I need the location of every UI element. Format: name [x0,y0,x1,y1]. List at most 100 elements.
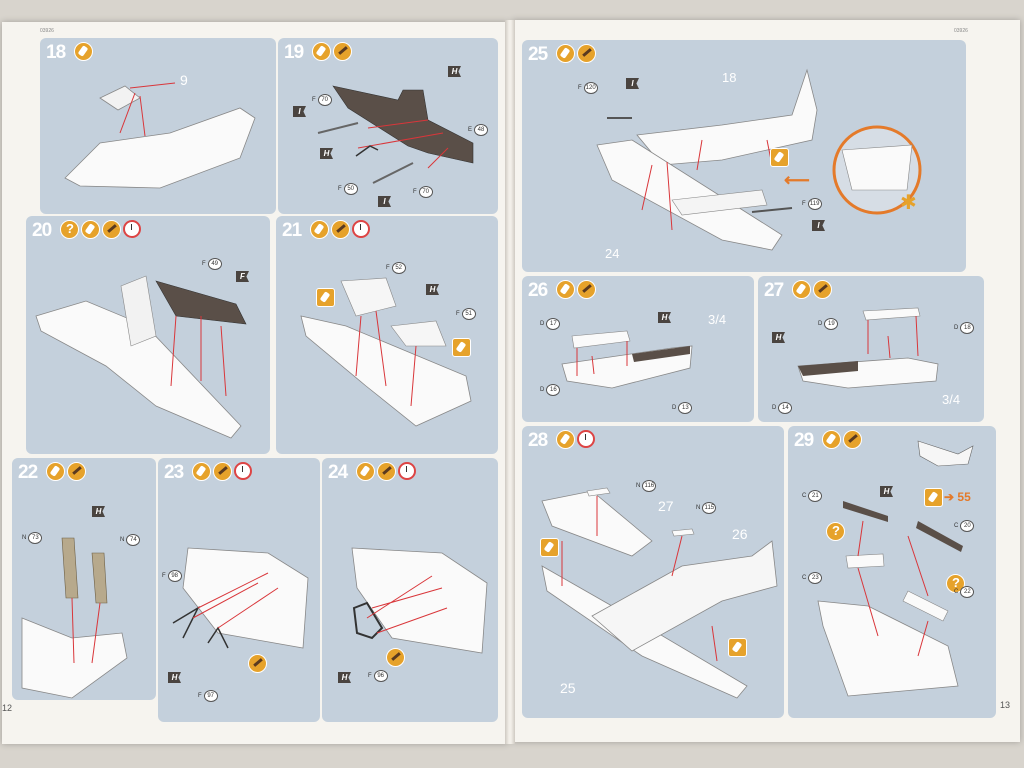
glue-icon [74,42,93,61]
question-icon [946,574,965,593]
paint-flag: H [92,506,105,517]
glue-icon [316,288,335,307]
step-21-drawing [300,277,472,427]
paint-icon [331,220,350,239]
glue-icon [728,638,747,657]
paint-icon [386,648,405,667]
step-number: 25 [528,44,548,65]
paint-ref-number: 55 [957,490,971,504]
glue-icon [192,462,211,481]
glue-icon [540,538,559,557]
step-number: 22 [18,462,38,483]
part-label: 25 [560,680,576,696]
paint-icon [577,280,596,299]
part-label: 18 [722,70,737,85]
step-icons [556,280,596,299]
glue-icon [310,220,329,239]
glue-icon [312,42,331,61]
paint-flag: H [338,672,351,683]
step-28-drawing [541,487,778,699]
glue-icon [924,488,943,507]
step-number: 29 [794,430,814,451]
step-icons [556,44,596,63]
step-29-drawing [817,440,974,697]
paint-icon [102,220,121,239]
step-number: 26 [528,280,548,301]
step-24-drawing [351,547,488,654]
paint-flag: I [812,220,825,231]
step-29-panel: 29 ➔ 55 C21 C20 C23 C22 H [788,426,996,718]
step-icons [556,430,595,449]
step-number: 28 [528,430,548,451]
glue-icon [356,462,375,481]
paint-flag: F [236,271,249,282]
glue-icon [770,148,789,167]
step-icons [192,462,252,481]
glue-icon [81,220,100,239]
paint-flag: I [626,78,639,89]
left-page-code: 03926 [40,28,54,34]
paint-flag: H [448,66,461,77]
paint-icon [813,280,832,299]
step-icons [74,42,93,61]
paint-icon [577,44,596,63]
paint-icon [248,654,267,673]
glue-icon [452,338,471,357]
step-20-panel: 20 F49 F [26,216,270,454]
clock-icon [398,462,416,480]
step-18-panel: 18 9 [40,38,276,214]
step-23-drawing [172,547,309,649]
paint-flag: H [426,284,439,295]
paint-icon [843,430,862,449]
glue-icon [556,44,575,63]
part-label: 26 [732,526,748,542]
step-number: 19 [284,42,304,63]
part-label: 27 [658,498,674,514]
booklet-gutter [505,20,515,744]
step-number: 20 [32,220,52,241]
step-icons [310,220,370,239]
step-number: 27 [764,280,784,301]
paint-flag: H [772,332,785,343]
step-27-drawing [797,307,939,389]
paint-icon [333,42,352,61]
part-label: 24 [605,246,620,261]
glue-icon [556,430,575,449]
step-icons [60,220,141,239]
step-22-drawing [21,537,128,699]
step-icons [822,430,862,449]
left-page-number: 12 [2,703,13,713]
paint-flag: I [378,196,391,207]
clock-icon [577,430,595,448]
step-icons [312,42,352,61]
paint-flag: H [880,486,893,497]
part-label: 9 [180,72,188,88]
glue-icon [822,430,841,449]
part-label: 3/4 [942,392,961,407]
step-19-drawing [317,85,474,184]
clock-icon [123,220,141,238]
step-25-drawing [596,68,922,251]
paint-flag: H [658,312,671,323]
question-icon [60,220,79,239]
